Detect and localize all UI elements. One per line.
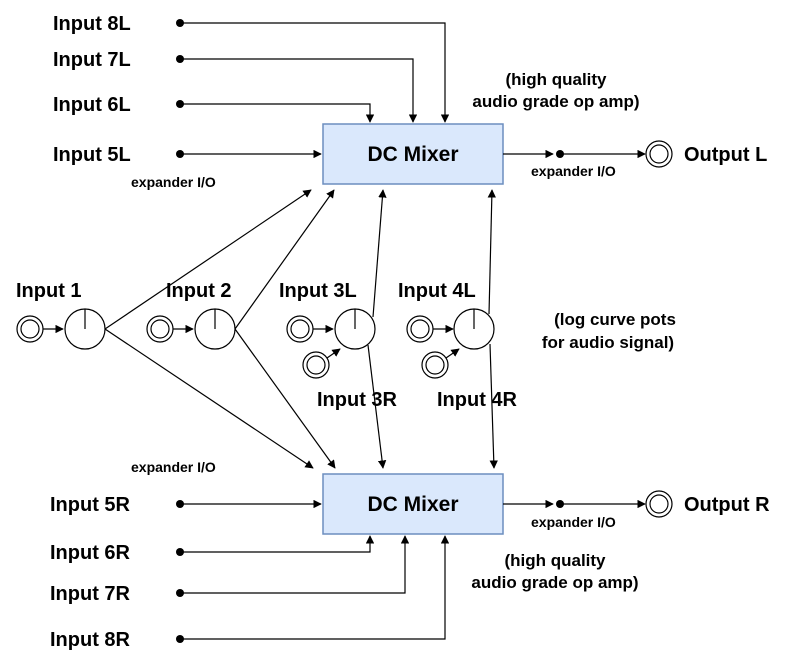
input-2: Input 2 bbox=[146, 280, 236, 350]
note-log-line1: (log curve pots bbox=[554, 310, 676, 329]
note-hq-bottom-line1: (high quality bbox=[504, 551, 606, 570]
input-2-to-top-mixer bbox=[234, 189, 335, 330]
note-hq-top-line2: audio grade op amp) bbox=[472, 92, 639, 111]
input-7r-wire bbox=[180, 535, 410, 594]
input-5l: Input 5L bbox=[53, 144, 322, 166]
input-6l-label: Input 6L bbox=[53, 94, 131, 116]
input-3r-label: Input 3R bbox=[317, 389, 398, 411]
input-6l: Input 6L bbox=[53, 94, 375, 123]
output-r: Output R expander I/O bbox=[503, 490, 770, 530]
input-2-to-bottom-mixer bbox=[234, 328, 336, 469]
input-6r-wire bbox=[180, 535, 375, 553]
input-6r-label: Input 6R bbox=[50, 542, 131, 564]
input-6r: Input 6R bbox=[50, 535, 375, 564]
input-7r: Input 7R bbox=[50, 535, 410, 605]
input-7r-label: Input 7R bbox=[50, 583, 131, 605]
input-4-to-bottom-mixer bbox=[489, 343, 498, 469]
input-2-pot-icon bbox=[194, 308, 236, 350]
expander-io-top-left: expander I/O bbox=[131, 174, 216, 190]
input-8l-label: Input 8L bbox=[53, 13, 131, 35]
input-6l-wire bbox=[180, 103, 375, 123]
note-hq-bottom-line2: audio grade op amp) bbox=[471, 573, 638, 592]
dc-mixer-top: DC Mixer bbox=[322, 123, 504, 185]
input-7l-label: Input 7L bbox=[53, 49, 131, 71]
input-3l-jack-icon bbox=[286, 315, 314, 343]
output-l-jack-icon bbox=[645, 140, 673, 168]
input-3r-wire bbox=[326, 348, 341, 359]
expander-io-bottom-left: expander I/O bbox=[131, 459, 216, 475]
input-8r: Input 8R bbox=[50, 535, 450, 651]
input-4l-label: Input 4L bbox=[398, 280, 476, 302]
input-5l-label: Input 5L bbox=[53, 144, 131, 166]
input-1-to-bottom-mixer bbox=[104, 328, 314, 469]
input-1-to-top-mixer bbox=[104, 189, 312, 330]
input-8l-wire bbox=[180, 22, 450, 123]
output-r-jack-icon bbox=[645, 490, 673, 518]
input-3-pot-icon bbox=[334, 308, 376, 350]
dc-mixer-bottom-label: DC Mixer bbox=[367, 493, 458, 516]
input-1-pot-icon bbox=[64, 308, 106, 350]
input-2-jack-icon bbox=[146, 315, 174, 343]
input-4: Input 4L Input 4R bbox=[398, 280, 518, 411]
input-7l-wire bbox=[180, 58, 418, 123]
input-3l-label: Input 3L bbox=[279, 280, 357, 302]
expander-io-top-right: expander I/O bbox=[531, 163, 616, 179]
input-3-to-bottom-mixer bbox=[367, 344, 387, 469]
expander-io-bottom-right: expander I/O bbox=[531, 514, 616, 530]
note-hq-top-line1: (high quality bbox=[505, 70, 607, 89]
input-1-jack-icon bbox=[16, 315, 44, 343]
output-l-label: Output L bbox=[684, 144, 767, 166]
input-3r-jack-icon bbox=[302, 351, 330, 379]
input-5r: Input 5R bbox=[50, 494, 322, 516]
input-4-pot-icon bbox=[453, 308, 495, 350]
input-7l: Input 7L bbox=[53, 49, 418, 123]
dc-mixer-bottom: DC Mixer bbox=[322, 473, 504, 535]
input-4r-jack-icon bbox=[421, 351, 449, 379]
input-8l: Input 8L bbox=[53, 13, 450, 123]
input-4r-label: Input 4R bbox=[437, 389, 518, 411]
note-log-line2: for audio signal) bbox=[542, 333, 674, 352]
input-2-label: Input 2 bbox=[166, 280, 232, 302]
input-3: Input 3L Input 3R bbox=[279, 280, 398, 411]
input-1-label: Input 1 bbox=[16, 280, 82, 302]
input-3-to-top-mixer bbox=[372, 189, 387, 318]
output-r-label: Output R bbox=[684, 494, 770, 516]
input-8r-wire bbox=[180, 535, 450, 640]
input-1: Input 1 bbox=[16, 280, 106, 350]
input-8r-label: Input 8R bbox=[50, 629, 131, 651]
output-l: Output L expander I/O bbox=[503, 140, 767, 179]
dc-mixer-top-label: DC Mixer bbox=[367, 143, 458, 166]
input-4-to-top-mixer bbox=[487, 189, 497, 315]
input-4l-jack-icon bbox=[406, 315, 434, 343]
input-4r-wire bbox=[445, 348, 460, 359]
input-5r-label: Input 5R bbox=[50, 494, 131, 516]
